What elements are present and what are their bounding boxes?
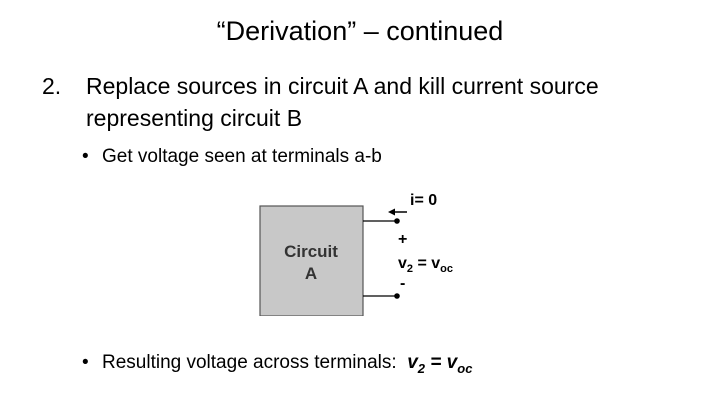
bullet-text: Get voltage seen at terminals a-b [102, 146, 382, 167]
circuit-diagram: Circuit A i= 0 + - v2 = voc [250, 186, 490, 316]
bullet-text: Resulting voltage across terminals: [102, 352, 397, 373]
bullet-dot: • [82, 352, 89, 373]
current-label: i= 0 [410, 192, 437, 209]
terminal-b [394, 293, 400, 299]
bullet-dot: • [82, 146, 89, 167]
step-number: 2. [42, 73, 62, 99]
step-text: Replace sources in circuit A and kill cu… [86, 73, 599, 131]
voltage-label: v2 = voc [398, 255, 453, 275]
slide-title: “Derivation” – continued [216, 16, 504, 46]
circuit-box-label-1: Circuit [284, 242, 338, 261]
terminal-a [394, 218, 400, 224]
circuit-box-label-2: A [305, 264, 317, 283]
bullet-item: • Resulting voltage across terminals: v2 … [82, 352, 472, 376]
circuit-svg: Circuit A i= 0 + - v2 = voc [259, 192, 453, 316]
result-formula: v2 = voc [407, 352, 473, 376]
plus-sign: + [398, 231, 407, 248]
current-arrow-head [388, 208, 395, 216]
minus-sign: - [400, 275, 405, 292]
circuit-box [259, 205, 364, 316]
bullet-item: • Get voltage seen at terminals a-b [82, 146, 382, 168]
